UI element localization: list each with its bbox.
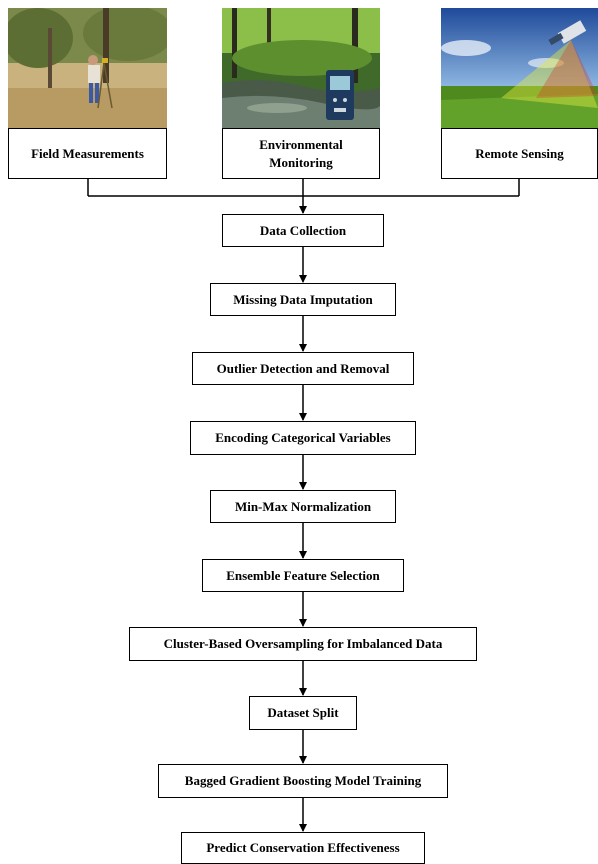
field-survey-photo	[8, 8, 167, 128]
source-remote-sensing: Remote Sensing	[441, 128, 598, 179]
step-data-collection: Data Collection	[222, 214, 384, 247]
source-environmental-monitoring: Environmental Monitoring	[222, 128, 380, 179]
step-ensemble-feature-selection: Ensemble Feature Selection	[202, 559, 404, 592]
step-encoding-categorical: Encoding Categorical Variables	[190, 421, 416, 455]
water-sensor-photo	[222, 8, 380, 128]
step-bagged-gradient-boosting: Bagged Gradient Boosting Model Training	[158, 764, 448, 798]
step-dataset-split: Dataset Split	[249, 696, 357, 730]
step-outlier-detection: Outlier Detection and Removal	[192, 352, 414, 385]
step-missing-data-imputation: Missing Data Imputation	[210, 283, 396, 316]
satellite-scan-photo	[441, 8, 598, 128]
step-cluster-oversampling: Cluster-Based Oversampling for Imbalance…	[129, 627, 477, 661]
source-field-measurements: Field Measurements	[8, 128, 167, 179]
step-min-max-normalization: Min-Max Normalization	[210, 490, 396, 523]
step-predict-conservation: Predict Conservation Effectiveness	[181, 832, 425, 864]
